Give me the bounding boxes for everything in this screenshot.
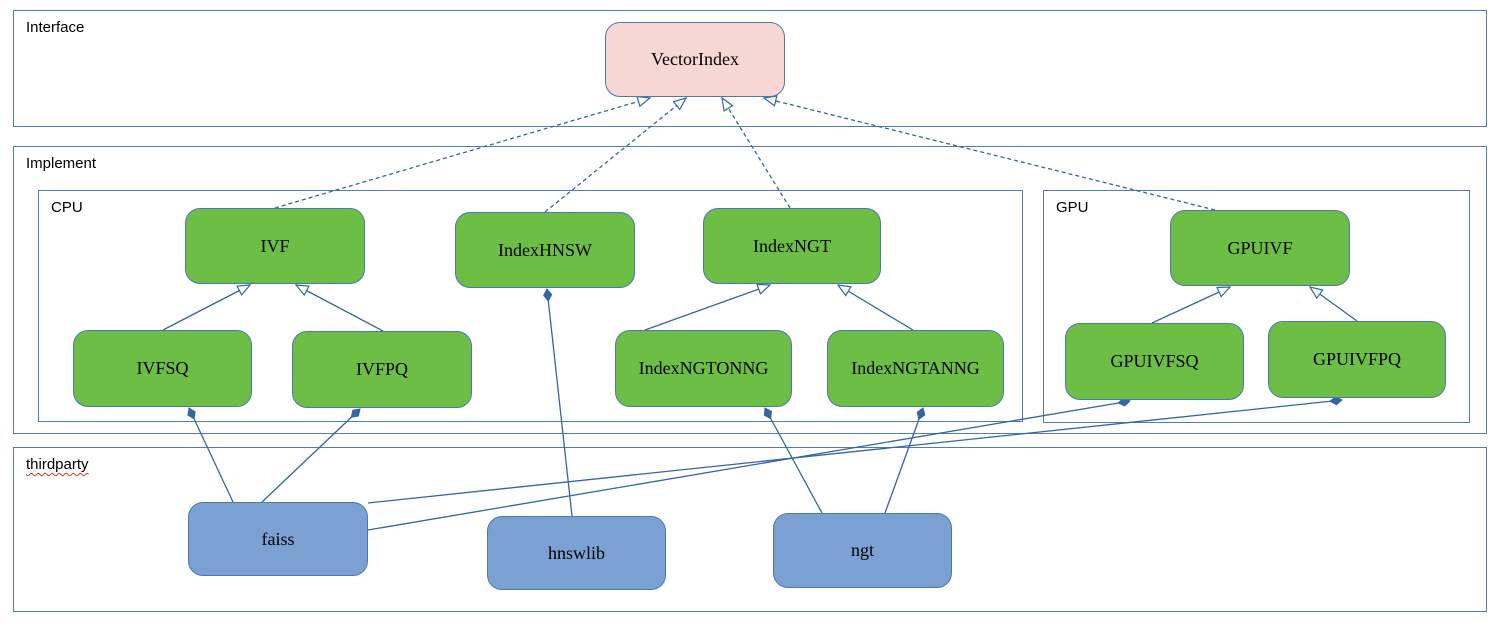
node-ngt: ngt	[773, 513, 952, 588]
node-label-vectorindex: VectorIndex	[651, 49, 739, 69]
container-interface: Interface	[13, 10, 1487, 127]
node-gpuivf: GPUIVF	[1170, 210, 1350, 286]
edge-faiss-to-ivfpq	[261, 408, 361, 503]
edge-faiss-to-gpuivfpq	[367, 396, 1343, 504]
node-indexngt: IndexNGT	[703, 208, 881, 284]
node-label-indexngtonng: IndexNGTONNG	[638, 358, 769, 378]
node-label-ngt: ngt	[850, 540, 874, 560]
node-indexhnsw: IndexHNSW	[455, 212, 635, 288]
node-ivfsq: IVFSQ	[73, 330, 252, 407]
edge-ivfsq-to-ivf	[162, 284, 252, 331]
container-label-cpu: CPU	[51, 199, 83, 216]
container-label-gpu: GPU	[1056, 199, 1089, 216]
container-implement: Implement	[13, 146, 1487, 434]
edge-hnswlib-to-indexhnsw	[543, 288, 573, 517]
edge-gpuivfpq-to-gpuivf	[1308, 286, 1358, 322]
node-gpuivfpq: GPUIVFPQ	[1268, 321, 1446, 398]
edge-gpuivfsq-to-gpuivf	[1151, 286, 1232, 324]
container-label-interface: Interface	[26, 19, 85, 36]
container-cpu: CPU	[38, 190, 1023, 422]
container-label-implement: Implement	[26, 155, 97, 172]
node-label-ivf: IVF	[260, 235, 290, 256]
node-vectorindex: VectorIndex	[605, 22, 785, 97]
node-label-indexhnsw: IndexHNSW	[498, 239, 592, 260]
node-label-gpuivfpq: GPUIVFPQ	[1312, 349, 1402, 369]
node-label-gpuivf: GPUIVF	[1227, 237, 1293, 258]
node-hnswlib: hnswlib	[487, 516, 666, 590]
node-label-ivfpq: IVFPQ	[355, 359, 408, 379]
node-ivf: IVF	[185, 208, 365, 284]
edge-indexngtonng-to-indexngt	[644, 283, 772, 331]
edge-ivfpq-to-ivf	[294, 284, 384, 332]
edge-gpuivf-to-vectorindex	[762, 95, 1216, 211]
edge-faiss-to-ivfsq	[187, 407, 234, 503]
node-label-indexngt: IndexNGT	[753, 235, 831, 256]
edge-indexngt-to-vectorindex	[721, 96, 791, 209]
edge-faiss-to-gpuivfsq	[367, 397, 1131, 531]
node-ivfpq: IVFPQ	[292, 331, 472, 408]
edge-ngt-to-indexngtanng	[884, 407, 926, 514]
node-label-gpuivfsq: GPUIVFSQ	[1110, 351, 1199, 371]
node-gpuivfsq: GPUIVFSQ	[1065, 323, 1244, 400]
node-label-hnswlib: hnswlib	[547, 542, 605, 563]
edge-indexngtanng-to-indexngt	[836, 284, 914, 331]
edge-indexhnsw-to-vectorindex	[544, 97, 688, 213]
node-indexngtonng: IndexNGTONNG	[615, 330, 792, 407]
container-thirdparty: thirdparty	[13, 447, 1487, 612]
container-gpu: GPU	[1043, 190, 1470, 423]
node-indexngtanng: IndexNGTANNG	[827, 330, 1004, 407]
edge-ivf-to-vectorindex	[274, 95, 652, 209]
node-label-faiss: faiss	[261, 528, 295, 549]
node-label-indexngtanng: IndexNGTANNG	[851, 358, 980, 378]
edge-ngt-to-indexngtonng	[763, 407, 823, 514]
node-faiss: faiss	[188, 502, 368, 576]
container-label-thirdparty: thirdparty	[26, 456, 89, 473]
node-label-ivfsq: IVFSQ	[136, 358, 189, 378]
